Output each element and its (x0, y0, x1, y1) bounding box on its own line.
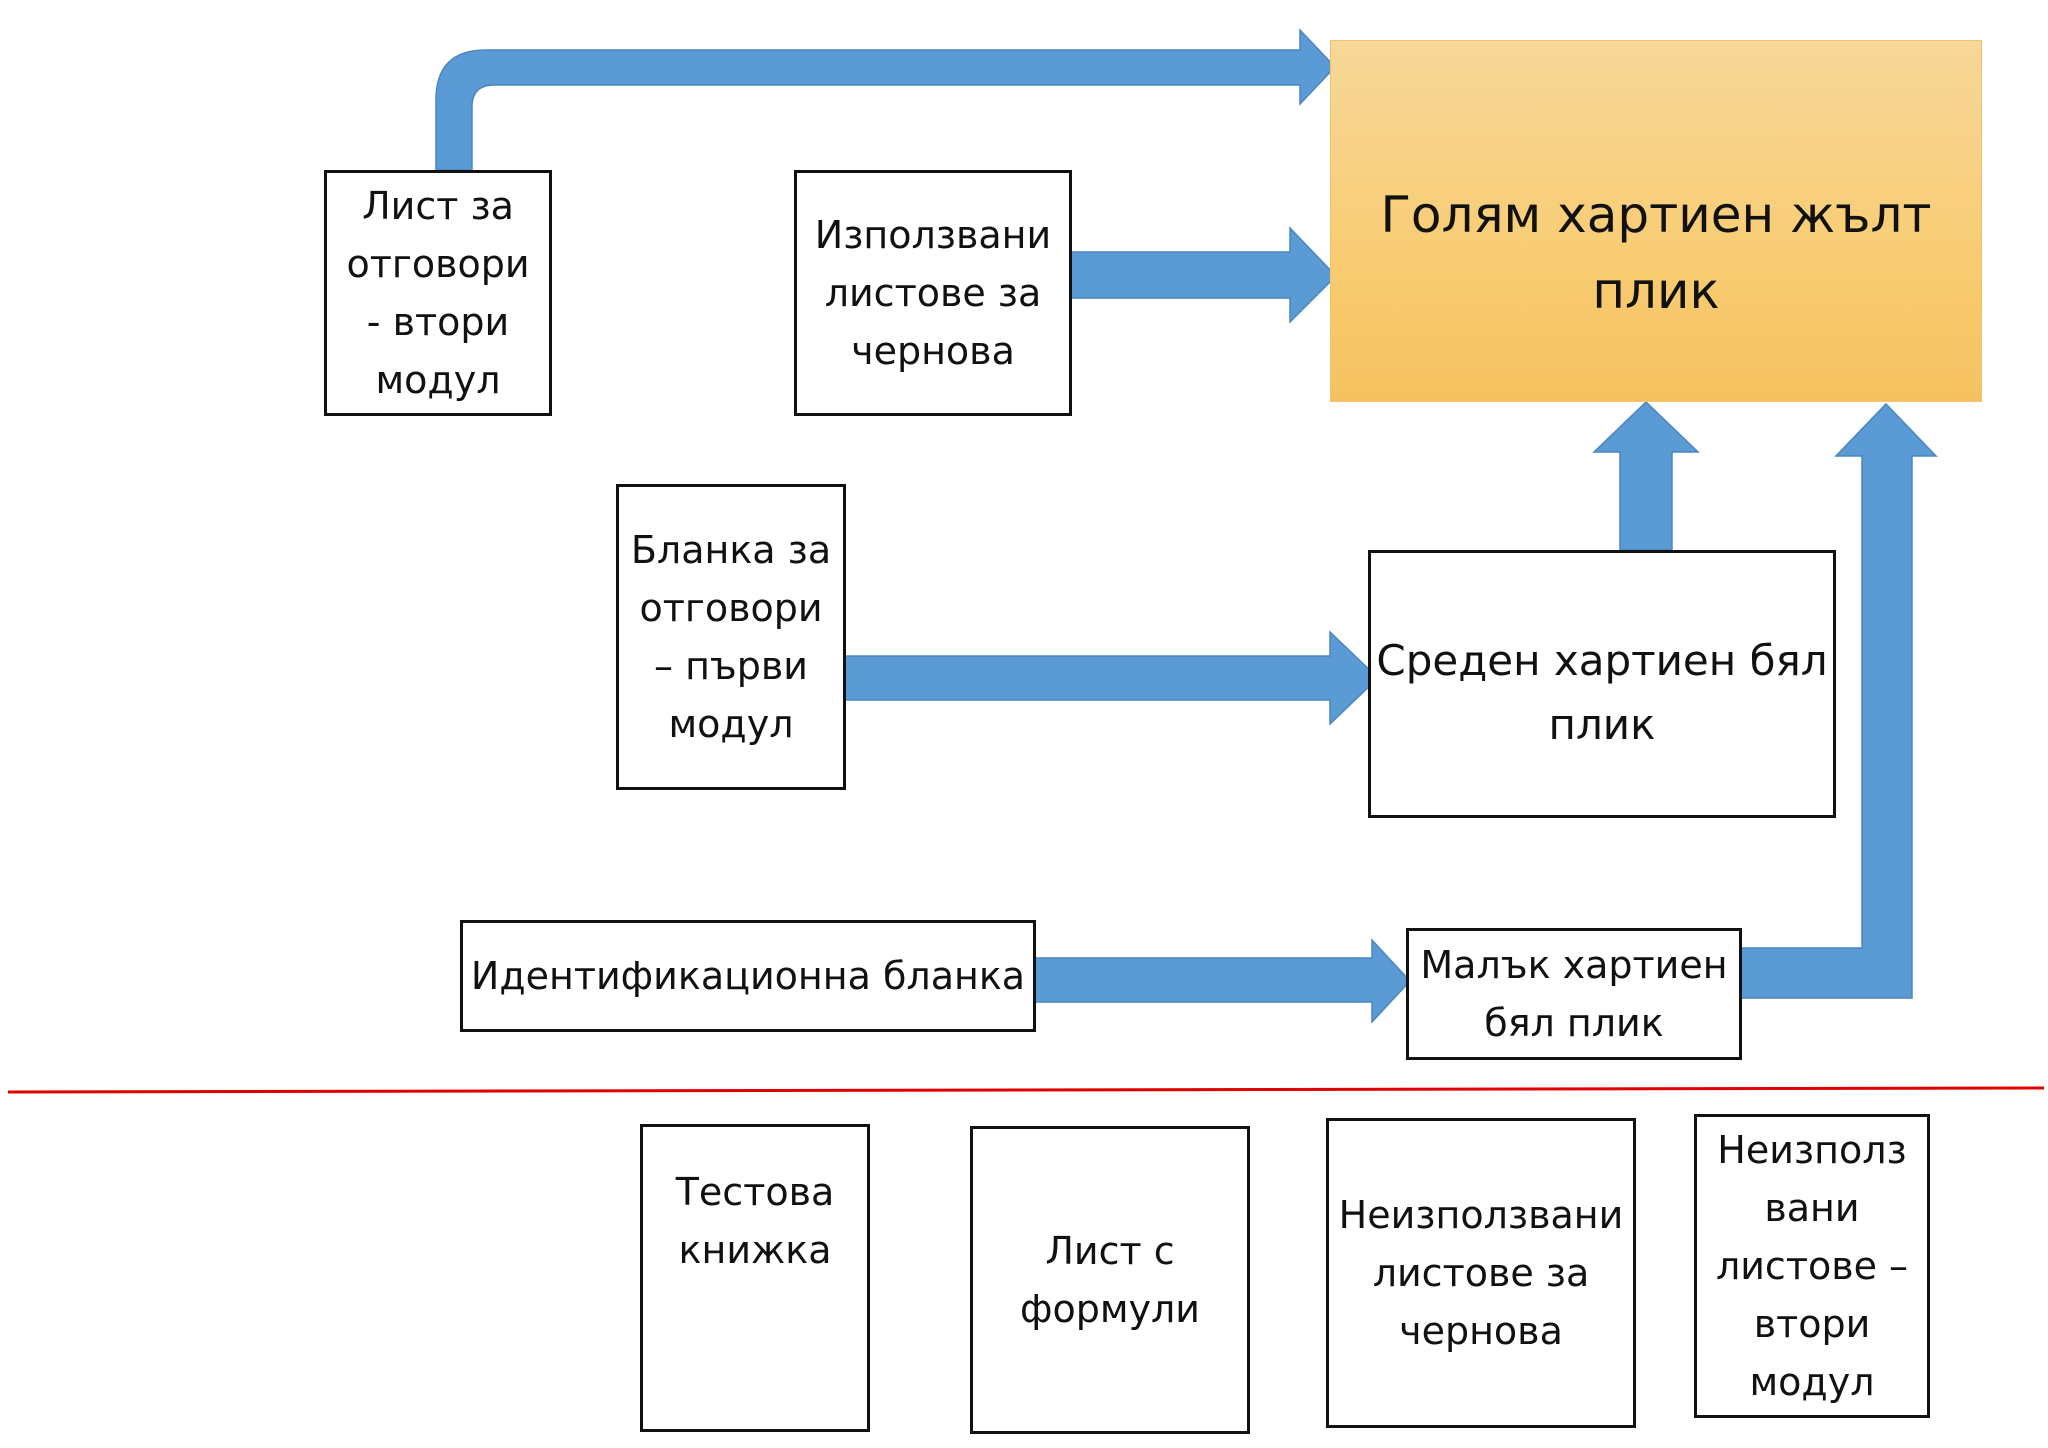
small-white-envelope-label: Малък хартиен бял плик (1420, 943, 1728, 1045)
medium-white-envelope-label: Среден хартиен бял плик (1376, 636, 1828, 749)
small-white-envelope-box: Малък хартиен бял плик (1406, 928, 1742, 1060)
arrow-medium-to-yellow (1592, 400, 1700, 551)
large-yellow-envelope-label: Голям хартиен жълт плик (1380, 186, 1932, 320)
formula-sheet-box: Лист с формули (970, 1126, 1250, 1434)
identification-form-label: Идентификационна бланка (470, 954, 1026, 998)
unused-draft-sheets-label: Неизползвани листове за чернова (1338, 1193, 1624, 1353)
arrow-answer-sheet-to-yellow (435, 28, 1337, 171)
arrow-identification-to-small (1034, 938, 1412, 1024)
arrow-small-to-yellow (1737, 402, 1938, 999)
used-draft-sheets-box: Използвани листове за чернова (794, 170, 1072, 416)
large-yellow-envelope-box: Голям хартиен жълт плик (1330, 40, 1982, 402)
answer-sheet-module2-label: Лист за отговори - втори модул (346, 184, 530, 402)
identification-form-box: Идентификационна бланка (460, 920, 1036, 1032)
arrow-answer-form-to-medium (843, 630, 1380, 726)
answer-sheet-module2-box: Лист за отговори - втори модул (324, 170, 552, 416)
test-booklet-label: Тестова книжка (675, 1170, 835, 1272)
test-booklet-box: Тестова книжка (640, 1124, 870, 1432)
formula-sheet-label: Лист с формули (1020, 1229, 1200, 1331)
used-draft-sheets-label: Използвани листове за чернова (814, 213, 1052, 373)
separator-line (7, 1086, 2045, 1094)
arrow-used-drafts-to-yellow (1069, 226, 1338, 324)
answer-form-module1-label: Бланка за отговори – първи модул (630, 528, 832, 746)
answer-form-module1-box: Бланка за отговори – първи модул (616, 484, 846, 790)
unused-sheets-module2-box: Неизполз вани листове – втори модул (1694, 1114, 1930, 1418)
medium-white-envelope-box: Среден хартиен бял плик (1368, 550, 1836, 818)
unused-draft-sheets-box: Неизползвани листове за чернова (1326, 1118, 1636, 1428)
unused-sheets-module2-label: Неизполз вани листове – втори модул (1715, 1128, 1909, 1404)
